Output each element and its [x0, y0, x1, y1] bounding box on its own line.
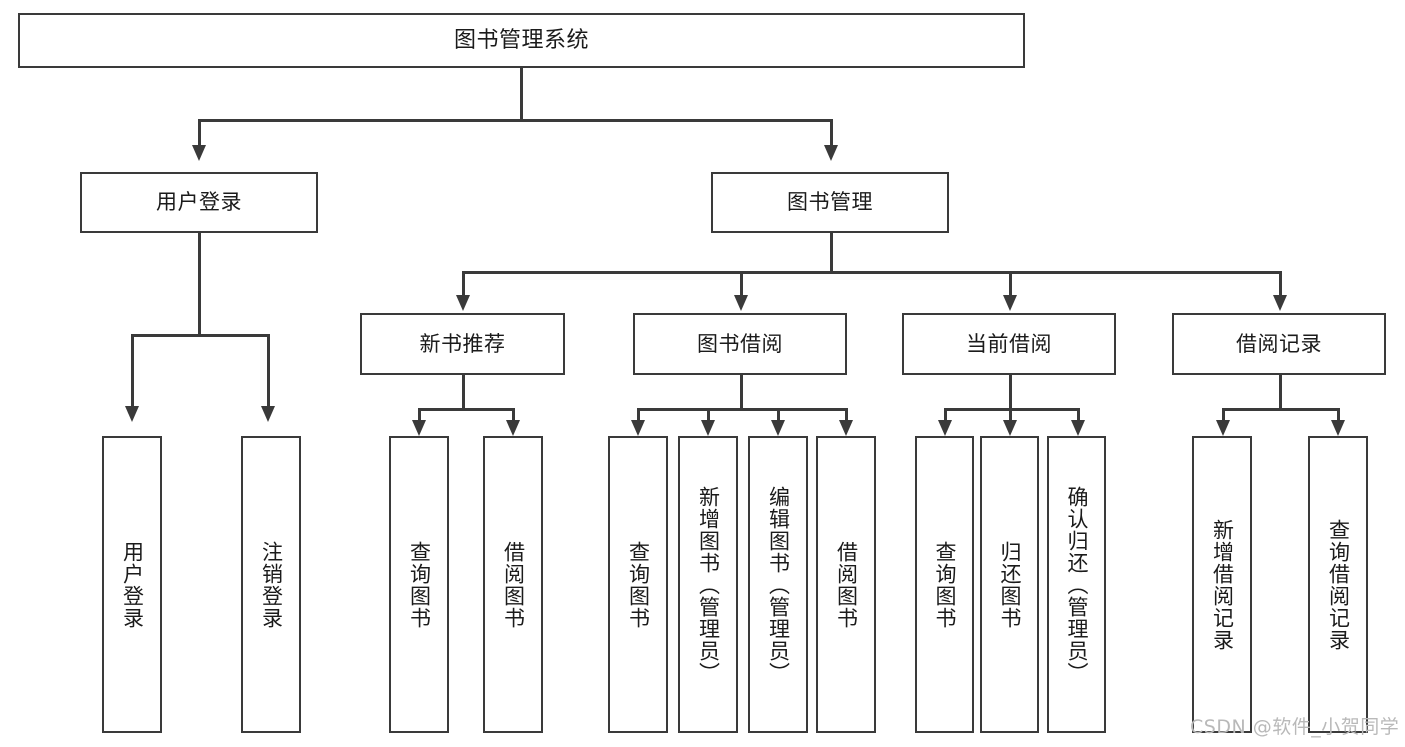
connector-user-login-left [131, 334, 134, 408]
arrow-to-leaf-query-record [1331, 420, 1345, 436]
arrow-to-leaf-add-record [1216, 420, 1230, 436]
connector-root-bar [198, 119, 832, 122]
leaf-query-book-recommend[interactable]: 查询图书 [389, 436, 449, 733]
leaf-add-book-admin[interactable]: 新增图书（管理员） [678, 436, 738, 733]
connector-to-current-borrow [1009, 271, 1012, 297]
connector-new-book-bar [418, 408, 514, 411]
connector-to-book-borrow [740, 271, 743, 297]
arrow-to-leaf-return-book [1003, 420, 1017, 436]
leaf-query-borrow-record[interactable]: 查询借阅记录 [1308, 436, 1368, 733]
leaf-logout[interactable]: 注销登录 [241, 436, 301, 733]
leaf-return-book[interactable]: 归还图书 [980, 436, 1039, 733]
node-borrow-record[interactable]: 借阅记录 [1172, 313, 1386, 375]
connector-user-login-right [267, 334, 270, 408]
leaf-label: 查询图书 [407, 540, 432, 629]
leaf-label: 查询借阅记录 [1326, 518, 1351, 651]
connector-to-borrow-record [1279, 271, 1282, 297]
leaf-borrow-book[interactable]: 借阅图书 [816, 436, 876, 733]
connector-br-b2 [1337, 408, 1340, 422]
arrow-to-borrow-record [1273, 295, 1287, 311]
leaf-label: 归还图书 [997, 540, 1022, 629]
leaf-query-book-borrow[interactable]: 查询图书 [608, 436, 668, 733]
leaf-user-login[interactable]: 用户登录 [102, 436, 162, 733]
arrow-to-leaf-borrow-book-2 [839, 420, 853, 436]
connector-new-book-stem [462, 375, 465, 410]
leaf-label: 新增图书（管理员） [696, 485, 721, 684]
node-root-system[interactable]: 图书管理系统 [18, 13, 1025, 68]
connector-new-book-b1 [418, 408, 421, 422]
node-label: 图书借阅 [697, 331, 783, 356]
arrow-to-leaf-query-book-3 [938, 420, 952, 436]
connector-borrow-record-stem [1279, 375, 1282, 410]
arrow-to-new-book [456, 295, 470, 311]
arrow-to-leaf-query-book-1 [412, 420, 426, 436]
arrow-to-leaf-edit-book [771, 420, 785, 436]
node-label: 借阅记录 [1236, 331, 1322, 356]
node-label: 图书管理系统 [453, 27, 589, 53]
node-book-borrow[interactable]: 图书借阅 [633, 313, 847, 375]
connector-bb-b2 [707, 408, 710, 422]
leaf-confirm-return-admin[interactable]: 确认归还（管理员） [1047, 436, 1106, 733]
connector-current-borrow-stem [1009, 375, 1012, 410]
connector-cb-b2 [1009, 408, 1012, 422]
leaf-label: 借阅图书 [834, 540, 859, 629]
node-label: 当前借阅 [966, 331, 1052, 356]
node-label: 新书推荐 [419, 331, 506, 356]
arrow-to-leaf-query-book-2 [631, 420, 645, 436]
leaf-label: 查询图书 [932, 540, 957, 629]
connector-bb-b4 [845, 408, 848, 422]
connector-root-to-user-login [198, 119, 201, 147]
connector-root-to-book-manage [830, 119, 833, 147]
connector-bb-b3 [777, 408, 780, 422]
node-new-book-recommend[interactable]: 新书推荐 [360, 313, 565, 375]
node-label: 图书管理 [787, 190, 873, 215]
arrow-to-book-borrow [734, 295, 748, 311]
connector-root-stem [520, 68, 523, 120]
connector-new-book-b2 [512, 408, 515, 422]
connector-cb-b1 [944, 408, 947, 422]
connector-book-manage-bar [462, 271, 1280, 274]
connector-book-borrow-bar [637, 408, 845, 411]
leaf-label: 确认归还（管理员） [1064, 485, 1089, 684]
arrow-to-leaf-borrow-book-1 [506, 420, 520, 436]
arrow-to-user-login [192, 145, 206, 161]
arrow-to-current-borrow [1003, 295, 1017, 311]
arrow-to-leaf-logout [261, 406, 275, 422]
leaf-label: 编辑图书（管理员） [766, 485, 791, 684]
connector-book-manage-stem [830, 233, 833, 273]
connector-user-login-stem [198, 233, 201, 336]
arrow-to-book-manage [824, 145, 838, 161]
connector-cb-b3 [1077, 408, 1080, 422]
leaf-label: 用户登录 [120, 540, 145, 629]
leaf-label: 注销登录 [259, 540, 284, 629]
connector-br-b1 [1222, 408, 1225, 422]
connector-user-login-bar [131, 334, 267, 337]
node-book-manage[interactable]: 图书管理 [711, 172, 949, 233]
arrow-to-leaf-confirm-return [1071, 420, 1085, 436]
leaf-query-book-current[interactable]: 查询图书 [915, 436, 974, 733]
node-current-borrow[interactable]: 当前借阅 [902, 313, 1116, 375]
connector-bb-b1 [637, 408, 640, 422]
connector-borrow-record-bar [1222, 408, 1339, 411]
node-user-login[interactable]: 用户登录 [80, 172, 318, 233]
leaf-label: 查询图书 [626, 540, 651, 629]
leaf-add-borrow-record[interactable]: 新增借阅记录 [1192, 436, 1252, 733]
connector-to-new-book [462, 271, 465, 297]
connector-book-borrow-stem [740, 375, 743, 410]
node-label: 用户登录 [156, 190, 242, 215]
arrow-to-leaf-add-book [701, 420, 715, 436]
leaf-label: 新增借阅记录 [1210, 518, 1235, 651]
leaf-edit-book-admin[interactable]: 编辑图书（管理员） [748, 436, 808, 733]
leaf-borrow-book-recommend[interactable]: 借阅图书 [483, 436, 543, 733]
leaf-label: 借阅图书 [501, 540, 526, 629]
arrow-to-leaf-user-login [125, 406, 139, 422]
